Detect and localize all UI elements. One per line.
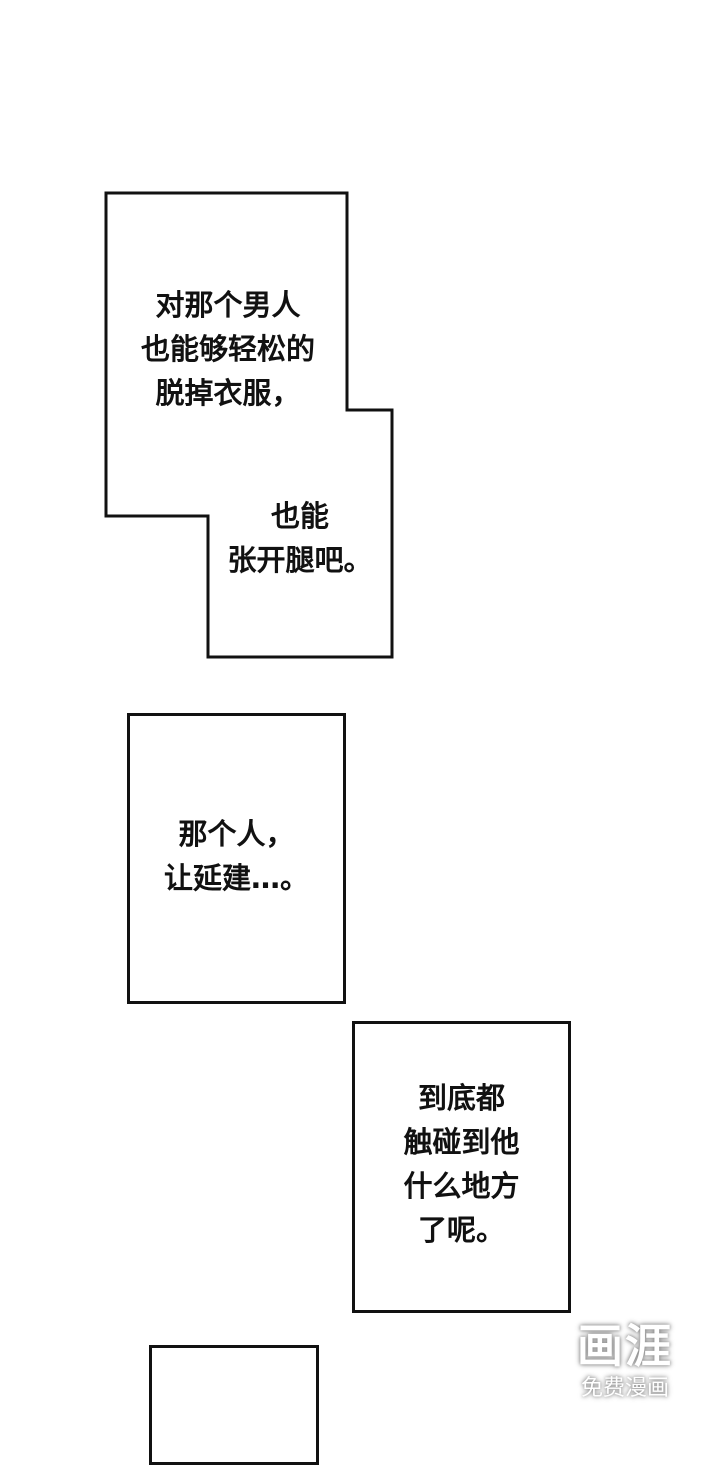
speech-line: 了呢。 — [417, 1213, 505, 1247]
speech-line: 对那个男人 — [155, 288, 301, 322]
speech-text-1: 对那个男人 也能够轻松的 脱掉衣服， — [110, 283, 346, 415]
speech-line: 什么地方 — [403, 1169, 520, 1203]
speech-line: 也能 — [270, 499, 329, 533]
panel-4 — [149, 1345, 319, 1465]
speech-line: 也能够轻松的 — [140, 332, 315, 366]
speech-line: 那个人， — [178, 817, 295, 851]
speech-text-4: 到底都 触碰到他 什么地方 了呢。 — [352, 1076, 571, 1252]
speech-line: 张开腿吧。 — [227, 543, 373, 577]
speech-line: 触碰到他 — [403, 1125, 520, 1159]
speech-line: 脱掉衣服， — [155, 376, 301, 410]
speech-line: 让延建…。 — [163, 861, 309, 895]
speech-line: 到底都 — [417, 1081, 505, 1115]
watermark-title: 画涯 — [577, 1319, 673, 1373]
watermark-logo: 画涯 免费漫画 — [565, 1318, 685, 1404]
speech-text-3: 那个人， 让延建…。 — [127, 812, 346, 900]
watermark-subtitle: 免费漫画 — [580, 1376, 669, 1401]
speech-text-2: 也能 张开腿吧。 — [210, 494, 390, 582]
panel-2 — [127, 713, 346, 1004]
panel-3 — [352, 1021, 571, 1313]
